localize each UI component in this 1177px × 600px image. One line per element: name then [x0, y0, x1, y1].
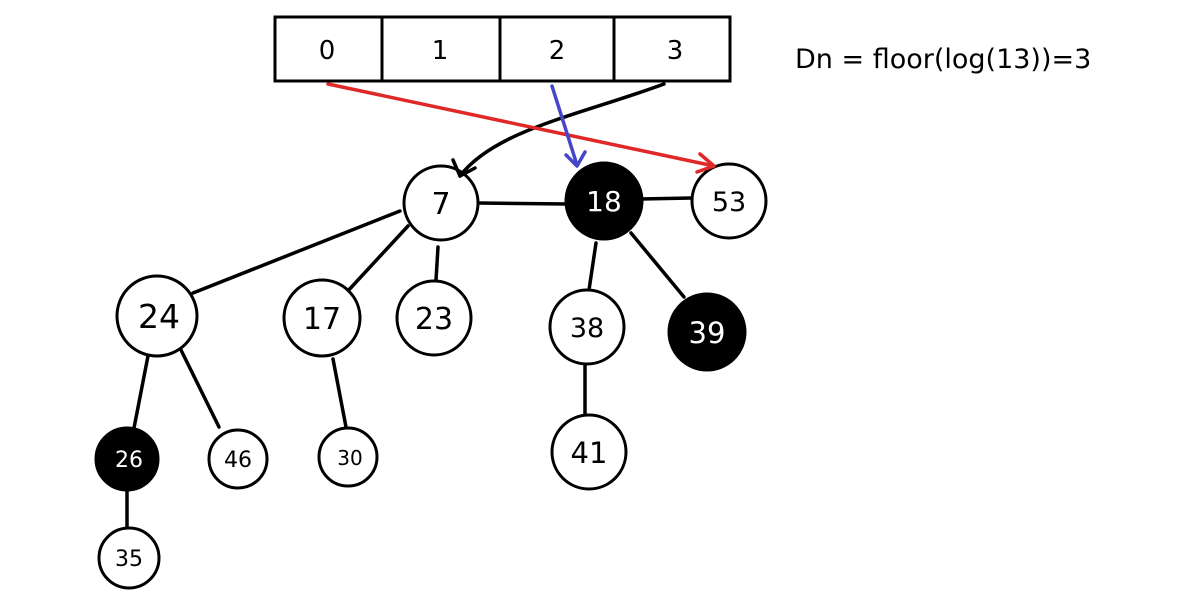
array-frame — [273, 15, 732, 83]
degree-array: 0 1 2 3 — [273, 15, 732, 83]
degree-formula: Dn = floor(log(13))=3 — [795, 44, 1091, 75]
pointer-arrow-2-head — [564, 150, 587, 168]
node-24: 24 — [115, 274, 199, 358]
node-label: 23 — [415, 302, 453, 337]
node-46: 46 — [207, 428, 269, 490]
node-17: 17 — [282, 278, 362, 358]
node-53: 53 — [690, 162, 768, 240]
array-cell-2: 2 — [549, 36, 566, 66]
array-cell-1: 1 — [432, 36, 449, 66]
pointer-arrow-0 — [326, 82, 716, 168]
pointer-arrows — [326, 82, 716, 178]
edge-7-17 — [344, 224, 410, 295]
pointer-arrow-2 — [550, 84, 579, 167]
node-label: 7 — [431, 187, 450, 222]
array-cell-3: 3 — [667, 36, 684, 66]
tree-edges — [125, 196, 694, 529]
node-label: 39 — [689, 316, 726, 350]
edge-7-23 — [434, 245, 440, 282]
node-18: 18 — [564, 161, 644, 241]
node-7: 7 — [402, 164, 480, 242]
node-35: 35 — [97, 526, 161, 590]
edge-7-18 — [477, 201, 569, 206]
edge-18-38 — [587, 241, 598, 292]
node-41: 41 — [550, 413, 628, 491]
node-26: 26 — [94, 426, 160, 492]
edge-17-30 — [331, 357, 348, 429]
node-label: 46 — [224, 448, 252, 473]
node-label: 17 — [303, 302, 341, 337]
node-label: 18 — [586, 185, 622, 218]
edge-24-26 — [132, 354, 150, 430]
edge-7-24 — [191, 209, 402, 295]
node-label: 35 — [115, 547, 143, 572]
node-label: 26 — [115, 448, 143, 473]
node-38: 38 — [548, 288, 626, 366]
node-23: 23 — [395, 279, 473, 357]
pointer-arrow-3 — [458, 82, 666, 178]
array-cell-0: 0 — [319, 36, 336, 66]
node-label: 41 — [571, 436, 608, 470]
edge-18-39 — [629, 231, 686, 299]
node-39: 39 — [667, 292, 747, 372]
edge-18-53 — [638, 196, 694, 201]
edge-24-46 — [179, 348, 221, 429]
pointer-arrow-3-head — [451, 158, 477, 178]
node-label: 38 — [570, 313, 604, 344]
node-label: 53 — [712, 187, 746, 218]
node-label: 30 — [337, 446, 362, 470]
node-30: 30 — [317, 426, 379, 488]
pointer-arrow-0-head — [695, 152, 716, 174]
node-label: 24 — [138, 297, 180, 336]
